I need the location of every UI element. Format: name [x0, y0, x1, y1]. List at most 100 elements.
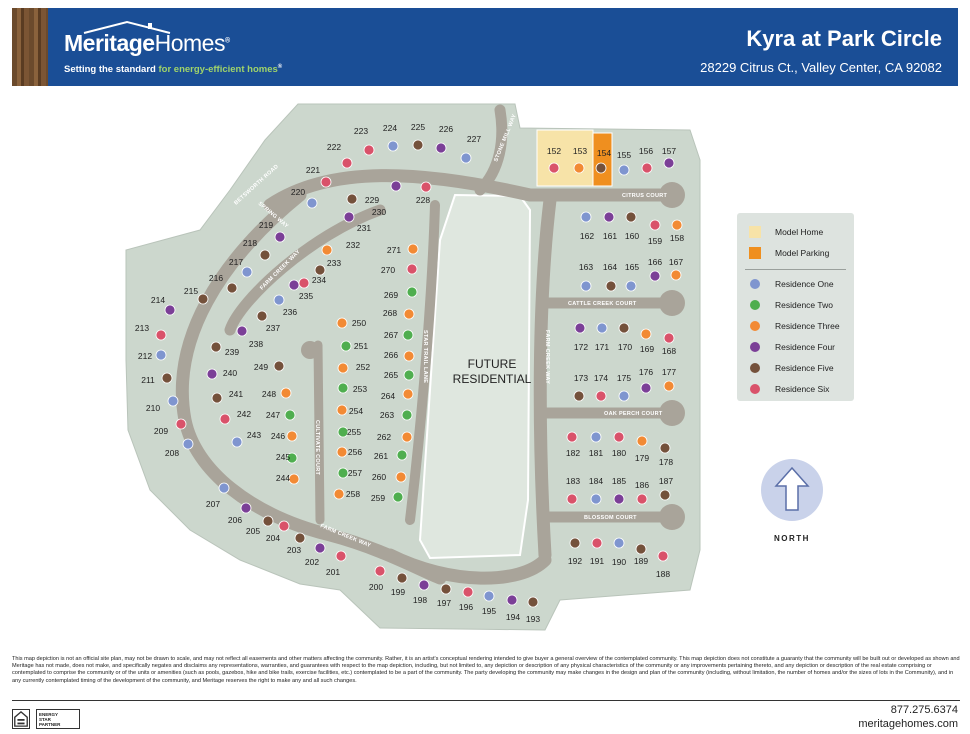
lot-marker-172[interactable]	[574, 322, 586, 334]
lot-marker-170[interactable]	[618, 322, 630, 334]
lot-marker-185[interactable]	[613, 493, 625, 505]
lot-marker-164[interactable]	[605, 280, 617, 292]
lot-marker-177[interactable]	[663, 380, 675, 392]
lot-marker-200[interactable]	[374, 565, 386, 577]
lot-marker-184[interactable]	[590, 493, 602, 505]
lot-marker-171[interactable]	[596, 322, 608, 334]
lot-marker-175[interactable]	[618, 390, 630, 402]
lot-marker-257[interactable]	[337, 467, 349, 479]
lot-marker-214[interactable]	[164, 304, 176, 316]
lot-marker-209[interactable]	[175, 418, 187, 430]
lot-marker-250[interactable]	[336, 317, 348, 329]
lot-marker-206[interactable]	[240, 502, 252, 514]
lot-marker-251[interactable]	[340, 340, 352, 352]
lot-marker-265[interactable]	[403, 369, 415, 381]
lot-marker-261[interactable]	[396, 449, 408, 461]
lot-marker-198[interactable]	[418, 579, 430, 591]
footer-phone[interactable]: 877.275.6374	[890, 704, 958, 716]
lot-marker-221[interactable]	[320, 176, 332, 188]
lot-marker-202[interactable]	[314, 542, 326, 554]
lot-marker-231[interactable]	[343, 211, 355, 223]
lot-marker-240[interactable]	[206, 368, 218, 380]
lot-marker-259[interactable]	[392, 491, 404, 503]
lot-marker-212[interactable]	[155, 349, 167, 361]
lot-marker-196[interactable]	[462, 586, 474, 598]
lot-marker-162[interactable]	[580, 211, 592, 223]
lot-marker-269[interactable]	[406, 286, 418, 298]
lot-marker-205[interactable]	[262, 515, 274, 527]
lot-marker-165[interactable]	[625, 280, 637, 292]
lot-marker-167[interactable]	[670, 269, 682, 281]
lot-marker-204[interactable]	[278, 520, 290, 532]
lot-marker-238[interactable]	[236, 325, 248, 337]
lot-marker-161[interactable]	[603, 211, 615, 223]
lot-marker-211[interactable]	[161, 372, 173, 384]
lot-marker-169[interactable]	[640, 328, 652, 340]
lot-marker-194[interactable]	[506, 594, 518, 606]
lot-marker-183[interactable]	[566, 493, 578, 505]
lot-marker-258[interactable]	[333, 488, 345, 500]
lot-marker-174[interactable]	[595, 390, 607, 402]
brand-logo[interactable]: MeritageHomes®	[64, 30, 230, 57]
lot-marker-249[interactable]	[273, 360, 285, 372]
footer-website[interactable]: meritagehomes.com	[858, 718, 958, 730]
lot-marker-233[interactable]	[314, 264, 326, 276]
lot-marker-223[interactable]	[363, 144, 375, 156]
lot-marker-173[interactable]	[573, 390, 585, 402]
lot-marker-157[interactable]	[663, 157, 675, 169]
lot-marker-155[interactable]	[618, 164, 630, 176]
lot-marker-195[interactable]	[483, 590, 495, 602]
lot-marker-153[interactable]	[573, 162, 585, 174]
lot-marker-189[interactable]	[635, 543, 647, 555]
lot-marker-192[interactable]	[569, 537, 581, 549]
lot-marker-201[interactable]	[335, 550, 347, 562]
lot-marker-256[interactable]	[336, 446, 348, 458]
lot-marker-266[interactable]	[403, 350, 415, 362]
lot-marker-263[interactable]	[401, 409, 413, 421]
lot-marker-243[interactable]	[231, 436, 243, 448]
lot-marker-181[interactable]	[590, 431, 602, 443]
lot-marker-215[interactable]	[197, 293, 209, 305]
lot-marker-152[interactable]	[548, 162, 560, 174]
lot-marker-199[interactable]	[396, 572, 408, 584]
lot-marker-216[interactable]	[226, 282, 238, 294]
lot-marker-268[interactable]	[403, 308, 415, 320]
lot-marker-180[interactable]	[613, 431, 625, 443]
lot-marker-222[interactable]	[341, 157, 353, 169]
lot-marker-220[interactable]	[306, 197, 318, 209]
lot-marker-176[interactable]	[640, 382, 652, 394]
lot-marker-166[interactable]	[649, 270, 661, 282]
lot-marker-234[interactable]	[298, 277, 310, 289]
lot-marker-235[interactable]	[288, 279, 300, 291]
lot-marker-208[interactable]	[182, 438, 194, 450]
lot-marker-193[interactable]	[527, 596, 539, 608]
lot-marker-245[interactable]	[286, 452, 298, 464]
lot-marker-178[interactable]	[659, 442, 671, 454]
lot-marker-242[interactable]	[219, 413, 231, 425]
lot-marker-228[interactable]	[420, 181, 432, 193]
lot-marker-260[interactable]	[395, 471, 407, 483]
lot-marker-239[interactable]	[210, 341, 222, 353]
lot-marker-230[interactable]	[346, 193, 358, 205]
lot-marker-237[interactable]	[256, 310, 268, 322]
lot-marker-156[interactable]	[641, 162, 653, 174]
lot-marker-203[interactable]	[294, 532, 306, 544]
lot-marker-244[interactable]	[288, 473, 300, 485]
lot-marker-232[interactable]	[321, 244, 333, 256]
lot-marker-197[interactable]	[440, 583, 452, 595]
lot-marker-191[interactable]	[591, 537, 603, 549]
lot-marker-218[interactable]	[259, 249, 271, 261]
lot-marker-241[interactable]	[211, 392, 223, 404]
lot-marker-219[interactable]	[274, 231, 286, 243]
lot-marker-163[interactable]	[580, 280, 592, 292]
lot-marker-255[interactable]	[337, 426, 349, 438]
lot-marker-271[interactable]	[407, 243, 419, 255]
lot-marker-262[interactable]	[401, 431, 413, 443]
lot-marker-158[interactable]	[671, 219, 683, 231]
lot-marker-264[interactable]	[402, 388, 414, 400]
lot-marker-187[interactable]	[659, 489, 671, 501]
lot-marker-217[interactable]	[241, 266, 253, 278]
lot-marker-247[interactable]	[284, 409, 296, 421]
lot-marker-229[interactable]	[390, 180, 402, 192]
lot-marker-246[interactable]	[286, 430, 298, 442]
